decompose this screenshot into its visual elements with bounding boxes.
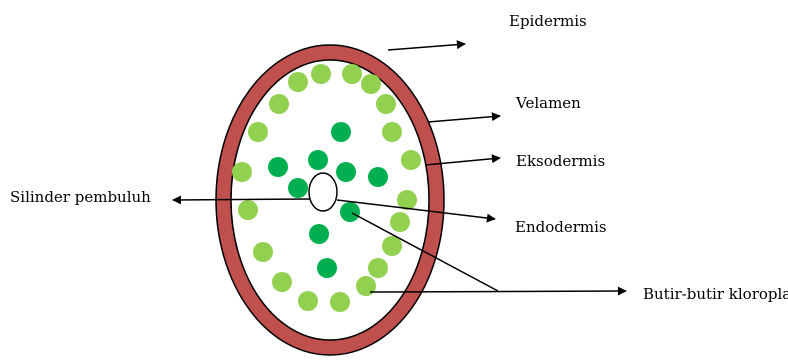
chloroplast-grain-dark — [309, 224, 329, 244]
chloroplast-grain — [368, 258, 388, 278]
chloroplast-grain — [382, 122, 402, 142]
silinder-arrow — [173, 199, 310, 200]
chloroplast-grain — [356, 276, 376, 296]
chloroplast-grain — [232, 162, 252, 182]
chloroplast-grain — [253, 242, 273, 262]
chloroplast-grain — [238, 200, 258, 220]
chloroplast-grain — [288, 72, 308, 92]
kloroplast-arrow — [370, 291, 626, 292]
chloroplast-grain — [311, 64, 331, 84]
chloroplast-grain — [342, 64, 362, 84]
vascular-cylinder — [309, 173, 337, 211]
chloroplast-grain — [376, 94, 396, 114]
chloroplast-grain-dark — [331, 122, 351, 142]
epidermis-arrow — [388, 44, 465, 50]
chloroplast-grain — [272, 272, 292, 292]
chloroplast-grain-dark — [317, 258, 337, 278]
label-epidermis: Epidermis — [509, 12, 587, 30]
chloroplast-grain-dark — [368, 167, 388, 187]
velamen-arrow — [428, 116, 500, 122]
label-velamen: Velamen — [515, 94, 581, 112]
chloroplast-grain — [390, 212, 410, 232]
chloroplast-grain — [269, 94, 289, 114]
chloroplast-grain — [330, 292, 350, 312]
label-silinder-pembuluh: Silinder pembuluh — [10, 188, 151, 206]
label-endodermis: Endodermis — [515, 218, 607, 236]
chloroplast-grain-dark — [336, 162, 356, 182]
chloroplast-grain — [298, 291, 318, 311]
chloroplast-grain — [382, 236, 402, 256]
chloroplast-grain-dark — [268, 157, 288, 177]
chloroplast-grain — [248, 122, 268, 142]
chloroplast-grain — [401, 150, 421, 170]
chloroplast-grain-dark — [340, 202, 360, 222]
chloroplast-grain-dark — [288, 178, 308, 198]
chloroplast-grain-dark — [308, 150, 328, 170]
chloroplast-grain — [361, 74, 381, 94]
label-eksodermis: Eksodermis — [516, 152, 605, 170]
label-butir-kloroplast: Butir-butir kloroplast — [643, 285, 788, 303]
